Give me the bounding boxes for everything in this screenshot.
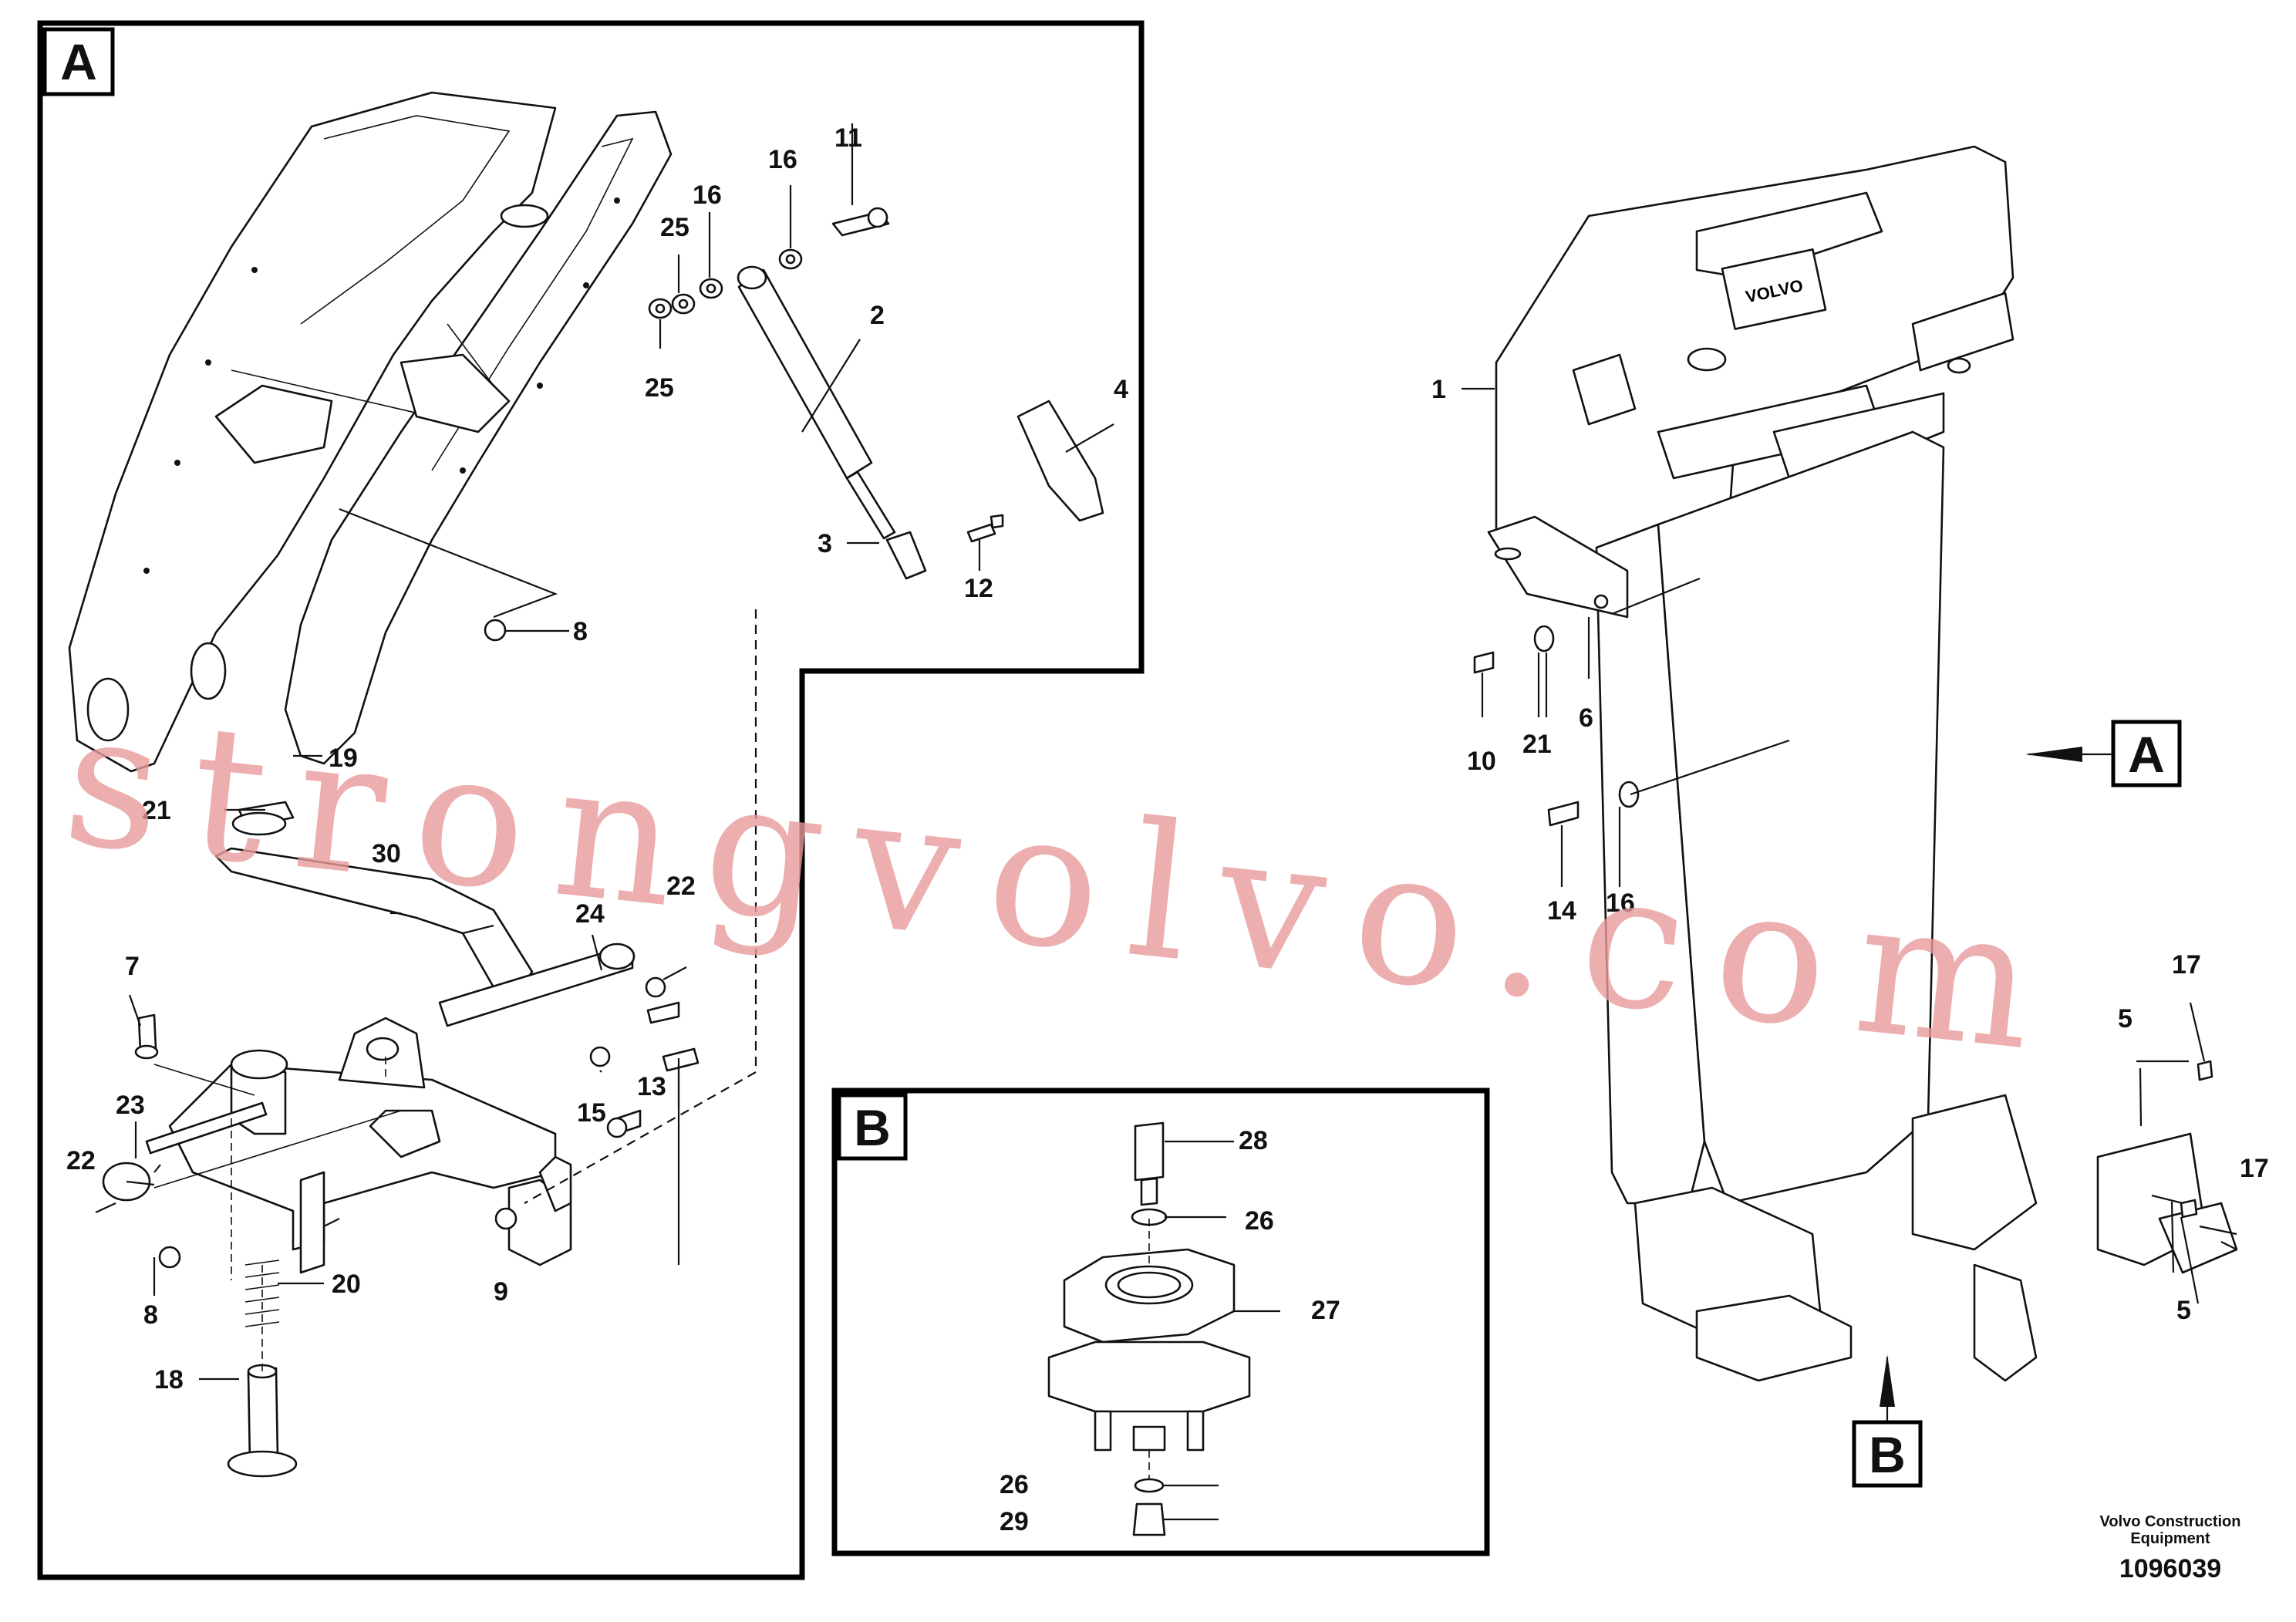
callout-10: 10	[1467, 747, 1496, 776]
callout-19: 19	[329, 744, 358, 773]
callout-21b: 21	[1522, 730, 1552, 759]
callout-4: 4	[1114, 375, 1128, 404]
pedal-base-illustration	[102, 609, 757, 1478]
callout-25b: 25	[645, 373, 674, 403]
callout-20: 20	[332, 1270, 361, 1299]
callout-18: 18	[154, 1365, 184, 1394]
callout-8b: 8	[143, 1300, 158, 1330]
hub-illustration	[1047, 1121, 1251, 1536]
callout-13: 13	[637, 1072, 666, 1101]
footer-company-line2: Equipment	[2130, 1530, 2210, 1547]
callout-3: 3	[818, 529, 832, 558]
ref-box-a-label: A	[2128, 726, 2165, 783]
callout-16b: 16	[693, 180, 722, 210]
callout-21a: 21	[142, 796, 171, 825]
callout-15: 15	[577, 1098, 606, 1128]
view-a-frame: A	[37, 20, 1145, 1580]
callout-6: 6	[1579, 703, 1593, 733]
callout-2: 2	[870, 301, 885, 330]
callout-28: 28	[1239, 1126, 1268, 1155]
callout-17b: 17	[2240, 1154, 2269, 1183]
callout-26a: 26	[1245, 1206, 1274, 1236]
callout-27: 27	[1311, 1296, 1340, 1325]
callout-numbers: 1 2 3 4 5 5 6 7 8 8 9 10 11 12 13 14 15 …	[66, 123, 2269, 1536]
footer-drawing-number: 1096039	[2119, 1554, 2221, 1583]
callout-26b: 26	[1000, 1470, 1029, 1499]
callout-24: 24	[575, 899, 605, 929]
callout-22b: 22	[666, 872, 696, 901]
callout-1: 1	[1431, 375, 1446, 404]
ref-box-b-label: B	[1869, 1426, 1906, 1483]
callout-17a: 17	[2172, 950, 2201, 980]
callout-8a: 8	[573, 617, 588, 646]
callout-12: 12	[964, 574, 993, 603]
callout-23: 23	[116, 1091, 145, 1120]
callout-7: 7	[125, 952, 140, 981]
callout-leaders	[95, 123, 2237, 1521]
footer-company: Volvo Construction	[2100, 1513, 2241, 1530]
callout-22a: 22	[66, 1146, 96, 1175]
view-b-frame: B	[831, 1088, 1490, 1556]
ref-box-b: B	[1852, 1354, 1923, 1488]
callout-29: 29	[1000, 1507, 1029, 1536]
callout-25a: 25	[660, 213, 689, 242]
operator-console-illustration: VOLVO	[1473, 145, 2238, 1382]
ref-box-a: A	[2025, 720, 2182, 787]
callout-5a: 5	[2118, 1004, 2132, 1034]
pedal-frame-illustration	[68, 91, 673, 773]
callout-11: 11	[834, 123, 862, 153]
callout-16a: 16	[768, 145, 797, 174]
footer: Volvo Construction Equipment 1096039	[2100, 1513, 2241, 1583]
callout-14: 14	[1547, 896, 1576, 926]
view-a-label: A	[60, 33, 97, 90]
callout-30: 30	[372, 839, 401, 868]
view-b-label: B	[854, 1099, 891, 1156]
gas-strut-illustration	[484, 207, 1104, 642]
callout-9: 9	[494, 1277, 508, 1307]
callout-5b: 5	[2176, 1296, 2191, 1325]
callout-16c: 16	[1606, 889, 1635, 918]
